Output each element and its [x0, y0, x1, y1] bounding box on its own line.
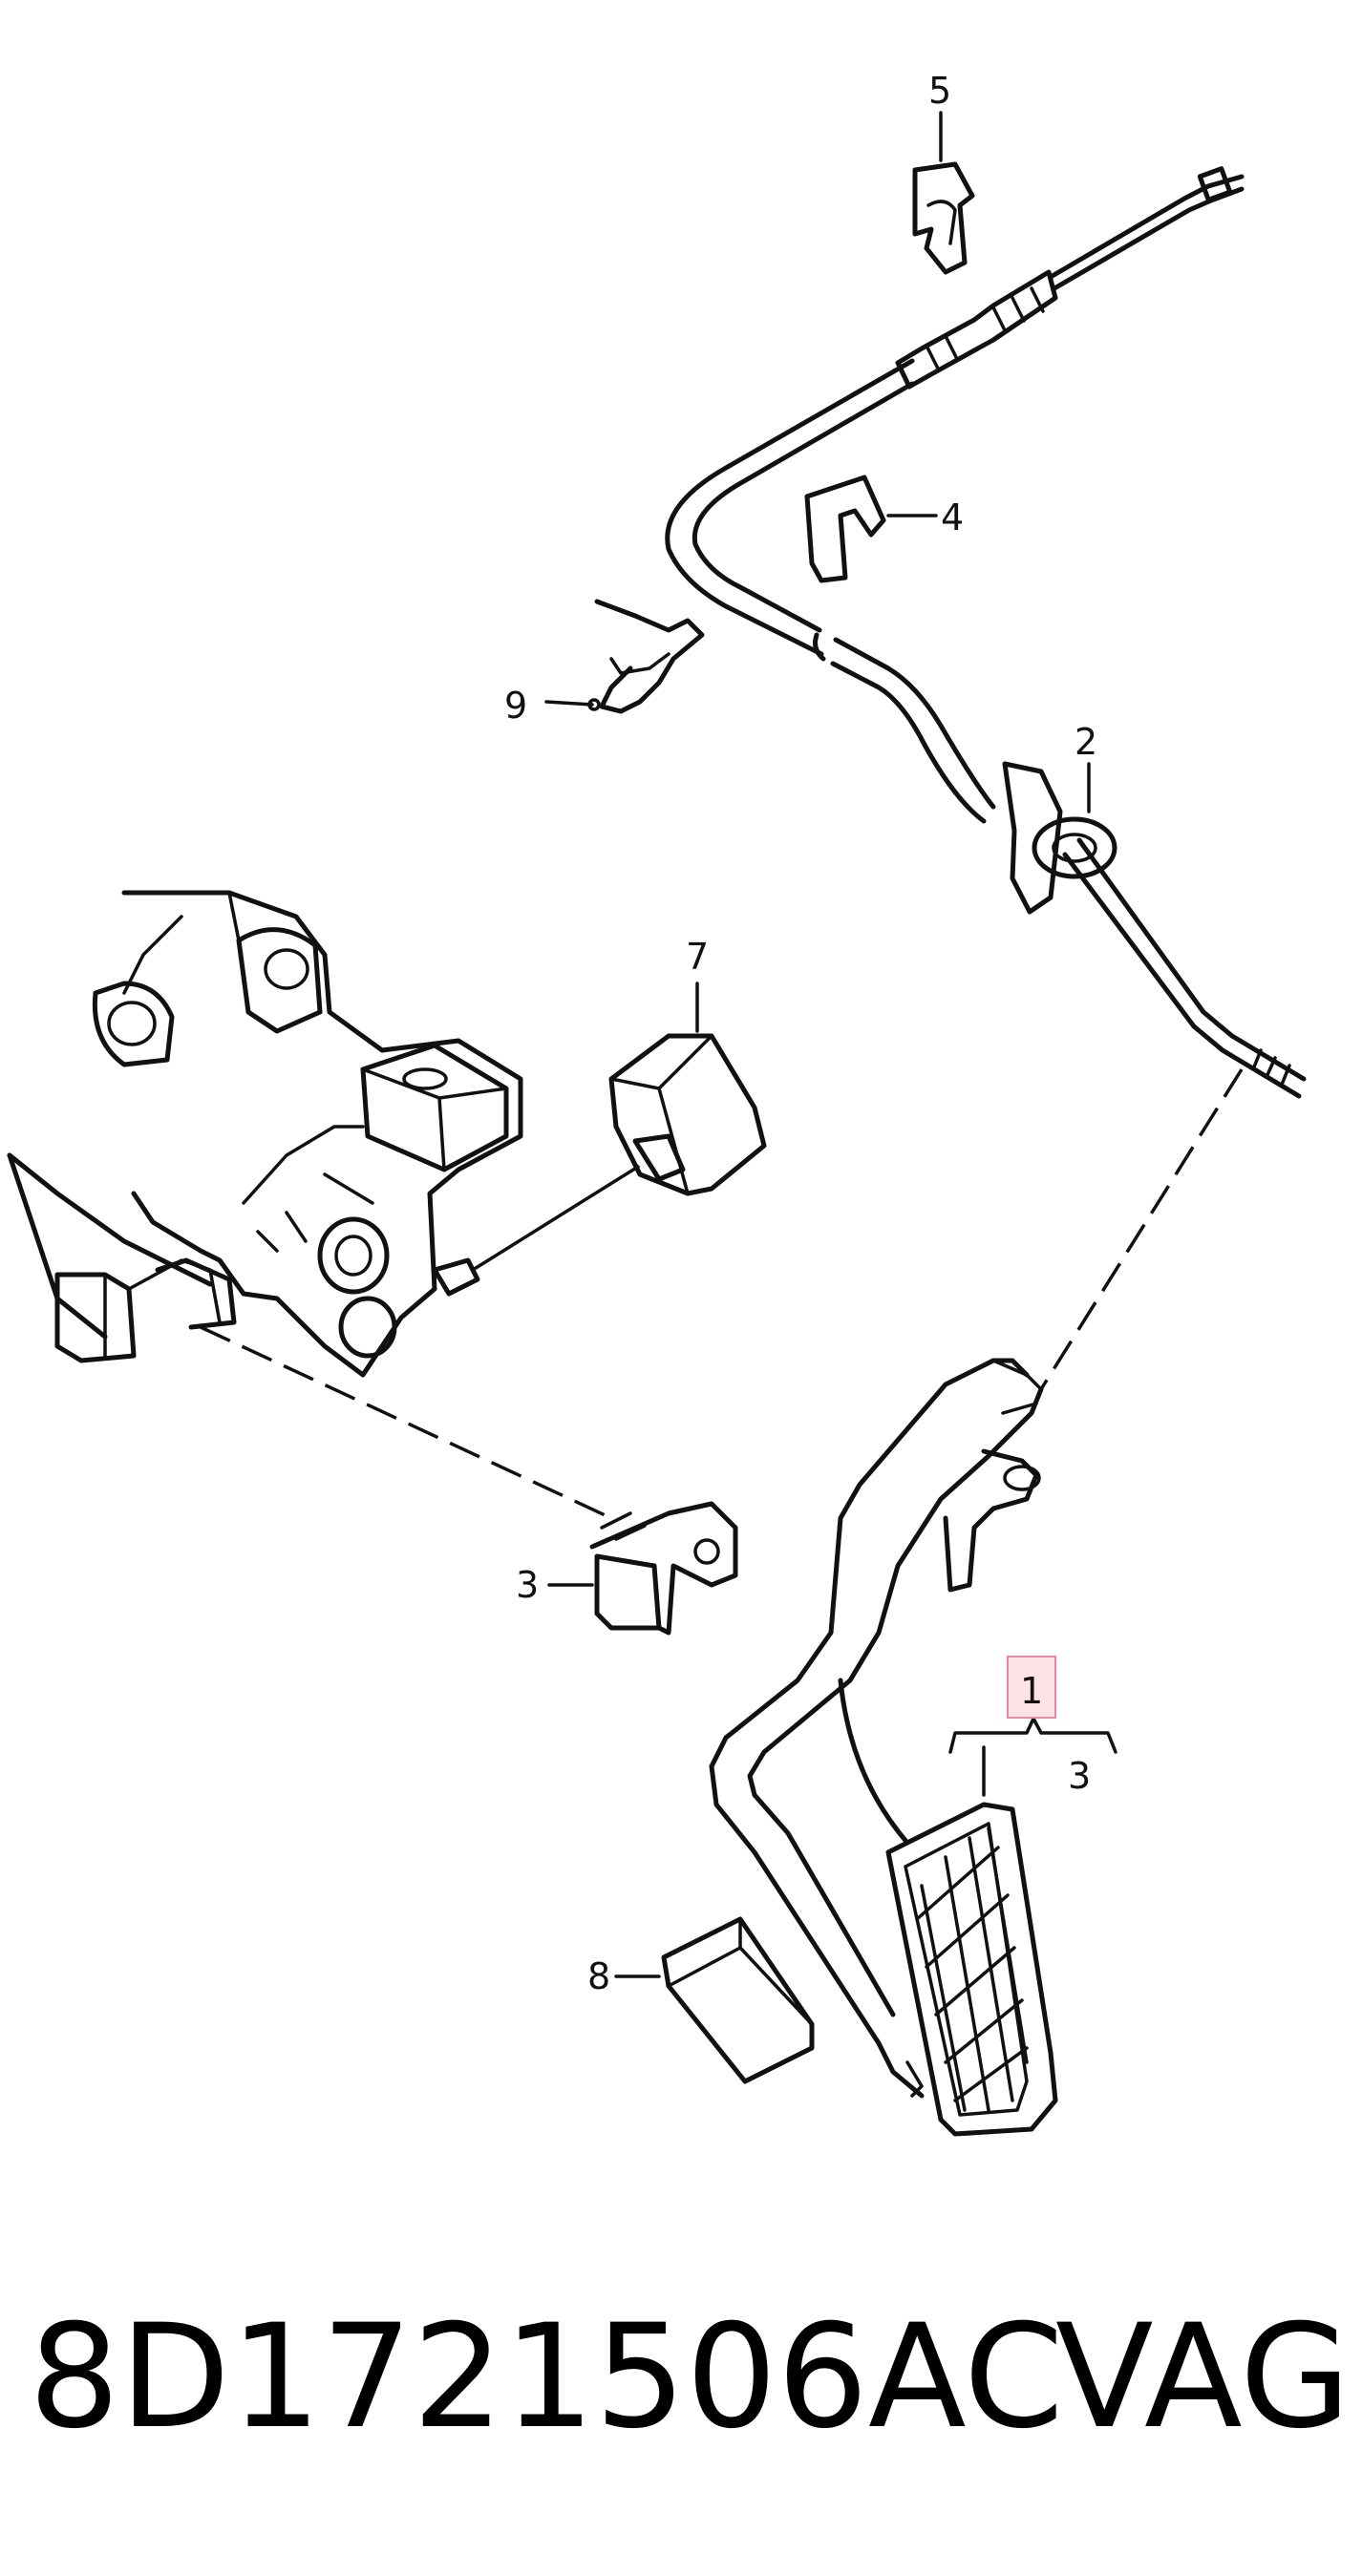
part-2-cable	[665, 166, 1307, 1099]
callout-3-bush: 3	[516, 1564, 539, 1606]
pedal-bracket-assembly	[7, 890, 523, 1378]
part-4-clip	[804, 475, 938, 583]
part-3-bush	[547, 1501, 738, 1636]
part-5-clip	[912, 111, 975, 275]
callout-1-highlighted: 1	[1007, 1656, 1056, 1719]
part-9-spring-clip	[544, 599, 705, 714]
svg-text:5: 5	[928, 70, 951, 112]
brand-name: VAG	[1055, 2294, 1351, 2460]
svg-text:8: 8	[587, 1955, 610, 1997]
callout-3-pedal: 3	[1068, 1755, 1091, 1797]
svg-text:7: 7	[686, 936, 709, 978]
svg-text:3: 3	[1068, 1755, 1091, 1797]
callout-8: 8	[587, 1955, 610, 1997]
callout-7: 7	[686, 936, 709, 978]
svg-text:2: 2	[1075, 721, 1097, 763]
leader-7	[471, 1165, 640, 1272]
svg-text:9: 9	[504, 685, 527, 727]
callout-5: 5	[928, 70, 951, 112]
part-2-grommet	[1002, 761, 1117, 915]
footer: 8D1721506AC VAG	[29, 2282, 1351, 2473]
dash-bracket-to-part3	[200, 1325, 612, 1520]
dash-cable-to-pedal	[1039, 1068, 1244, 1390]
svg-text:4: 4	[941, 496, 964, 538]
svg-text:1: 1	[1020, 1670, 1043, 1712]
callout-9: 9	[504, 685, 527, 727]
callout-2: 2	[1075, 721, 1097, 763]
part-number: 8D1721506AC	[29, 2294, 1064, 2460]
part-8-pad	[614, 1916, 815, 2084]
callout-4: 4	[941, 496, 964, 538]
part-1-pedal	[709, 1358, 1117, 2137]
part-7-buffer	[608, 982, 767, 1196]
svg-text:3: 3	[516, 1564, 539, 1606]
